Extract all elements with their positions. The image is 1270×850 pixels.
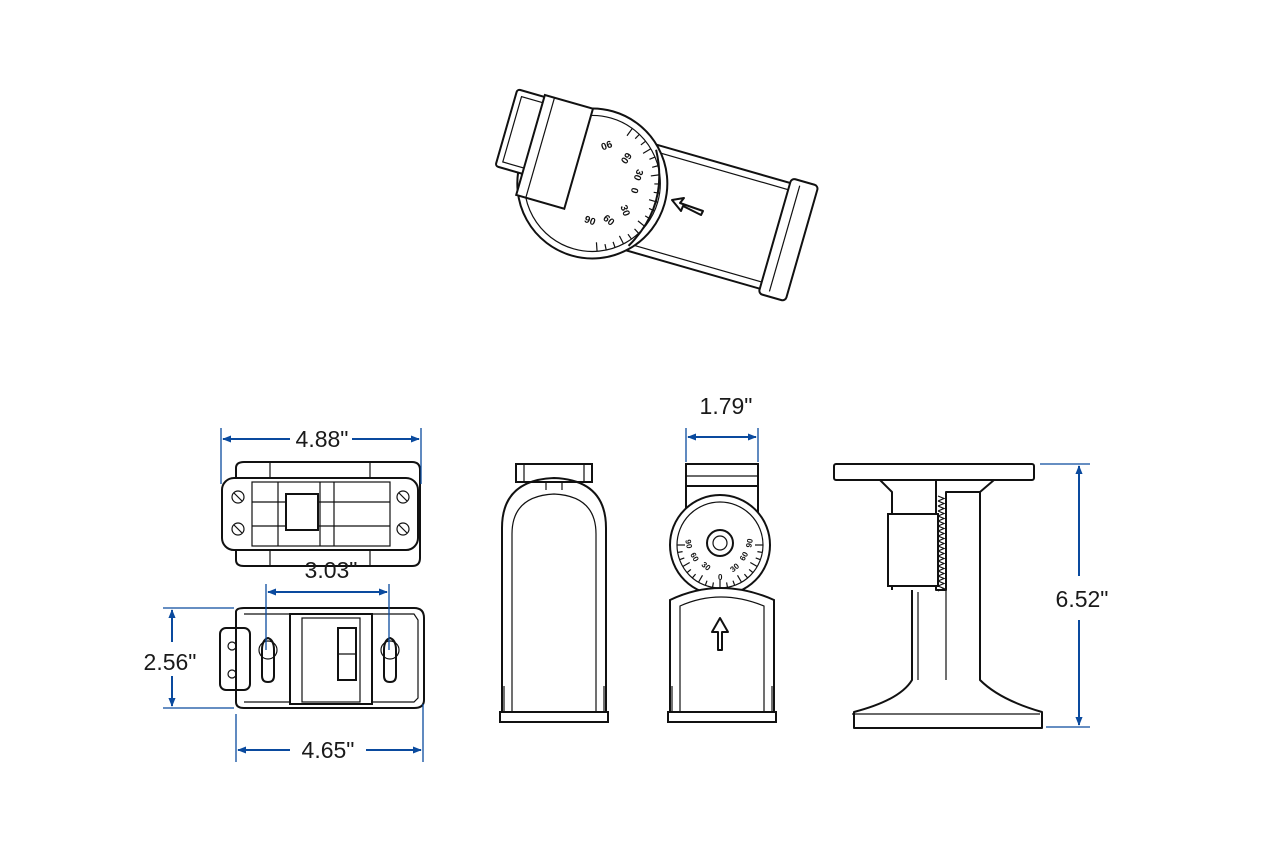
up-arrow-icon xyxy=(711,617,729,651)
dial-tick xyxy=(704,580,708,586)
dim-label-front-width: 1.79" xyxy=(700,393,753,419)
base-view xyxy=(219,607,425,709)
dial-tick xyxy=(732,580,736,586)
ratchet-tooth xyxy=(937,495,946,502)
ratchet-tooth xyxy=(937,575,946,582)
dim-label-inner-width: 3.03" xyxy=(305,557,358,583)
ratchet-tooth xyxy=(937,535,946,542)
dial-tick xyxy=(627,233,632,240)
dim-label-base-width: 4.65" xyxy=(302,737,355,763)
ratchet-tooth xyxy=(937,505,946,512)
dial-tick xyxy=(640,140,646,146)
dimension-inner-width: 3.03" xyxy=(265,557,390,650)
dimension-base-height: 2.56" xyxy=(144,607,234,709)
iso-dial-label-2: 30 xyxy=(630,168,644,183)
dial-tick xyxy=(711,582,714,588)
direction-arrow-icon xyxy=(671,197,704,216)
ratchet-tooth xyxy=(937,540,946,547)
dial-tick xyxy=(743,573,749,579)
isometric-view: 90 60 30 0 30 60 90 xyxy=(495,88,819,302)
ratchet-tooth xyxy=(937,560,946,567)
dial-tick xyxy=(634,133,640,140)
iso-dial-label-6: 90 xyxy=(583,214,598,228)
dial-tick xyxy=(726,582,729,588)
ratchet-tooth xyxy=(937,565,946,572)
dial-tick xyxy=(679,557,685,561)
dial-tick xyxy=(642,148,652,154)
front-dial-label-0: 90 xyxy=(683,539,694,550)
side-view xyxy=(833,463,1043,729)
front-dial-label-3: 0 xyxy=(718,573,723,582)
dial-tick xyxy=(634,228,640,234)
dim-label-top-width: 4.88" xyxy=(296,426,349,452)
ratchet-tooth xyxy=(937,570,946,577)
dimension-top-width: 4.88" xyxy=(220,426,422,484)
dial-tick xyxy=(637,220,646,228)
dial-tick xyxy=(626,128,633,137)
dial-tick xyxy=(691,573,697,579)
dial-tick xyxy=(649,156,656,160)
dial-tick xyxy=(604,244,607,251)
ratchet-tooth xyxy=(937,580,946,587)
dial-tick xyxy=(650,174,660,177)
dial-tick xyxy=(618,235,625,245)
dial-tick xyxy=(748,568,754,574)
dial-tick xyxy=(682,561,690,568)
dial-tick xyxy=(677,551,683,554)
dial-tick xyxy=(652,165,659,168)
iso-dial-label-0: 90 xyxy=(599,137,614,151)
iso-dial-label-3: 0 xyxy=(628,186,640,195)
front-view-holder xyxy=(499,463,609,723)
ratchet-tooth xyxy=(937,550,946,557)
top-plate-view xyxy=(221,461,421,567)
ratchet-tooth xyxy=(937,585,946,592)
dial-tick xyxy=(736,575,743,583)
dimension-side-height: 6.52" xyxy=(1040,463,1109,728)
ratchet-tooth xyxy=(937,555,946,562)
iso-dial-label-4: 30 xyxy=(617,204,631,219)
front-view-dial: 90 60 30 0 30 60 90 xyxy=(667,463,777,723)
ratchet-tooth xyxy=(937,530,946,537)
dimension-front-width: 1.79" xyxy=(685,393,759,462)
ratchet-tooth xyxy=(937,545,946,552)
dial-tick xyxy=(750,561,758,568)
ratchet-tooth xyxy=(937,525,946,532)
dial-tick xyxy=(686,568,692,574)
dial-tick xyxy=(757,551,763,554)
dial-tick xyxy=(595,242,598,252)
ratchet-tooth xyxy=(937,500,946,507)
dial-tick xyxy=(612,241,616,248)
front-dial-label-6: 90 xyxy=(744,537,755,548)
dimension-base-width: 4.65" xyxy=(235,704,424,763)
ratchet-tooth xyxy=(937,515,946,522)
ratchet-tooth xyxy=(937,520,946,527)
ratchet-tooth xyxy=(937,510,946,517)
dial-tick xyxy=(697,575,704,583)
dial-tick xyxy=(755,557,761,561)
dim-label-side-height: 6.52" xyxy=(1056,586,1109,612)
dim-label-base-height: 2.56" xyxy=(144,649,197,675)
